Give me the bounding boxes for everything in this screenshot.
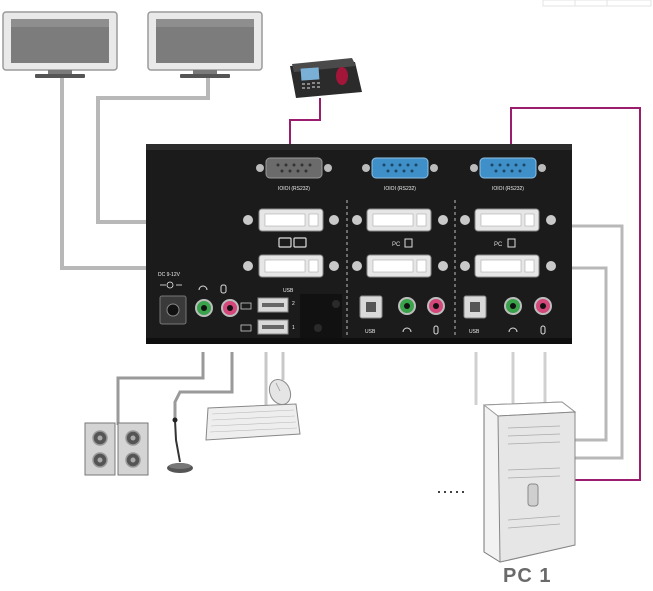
- usb-port1-label: 1: [292, 325, 295, 331]
- fingerprint-reader-cable: [289, 98, 321, 153]
- dvi-pc2-bottom-port: [460, 254, 556, 278]
- rs232-console-port: IOIOI (RS232): [256, 157, 332, 192]
- usb-b1-label: USB: [365, 329, 376, 335]
- keyboard: [205, 403, 301, 441]
- pc-mark-2: PC: [494, 242, 503, 248]
- usb-port2-label: 2: [292, 301, 295, 307]
- rs232-console-label: IOIOI (RS232): [278, 186, 310, 192]
- rs232-pc2-port: IOIOI (RS232): [470, 157, 546, 192]
- usb-top-label: USB: [283, 288, 294, 294]
- rs232-pc2-label: IOIOI (RS232): [492, 186, 524, 192]
- pc-mark-1-icon: [404, 238, 413, 248]
- mouse: [268, 378, 292, 406]
- pc2-usb-audio-ports: USB: [463, 295, 552, 335]
- console-audio-ports: [195, 284, 239, 317]
- console-audio-cables: [116, 352, 234, 425]
- kvm-switch-chassis: [146, 144, 572, 344]
- speakers: [84, 422, 149, 476]
- usb-b2-label: USB: [469, 329, 480, 335]
- pc1-usb-audio-ports: USB: [359, 295, 445, 335]
- pc1-tower: [482, 401, 577, 563]
- more-pcs-dots: ·····: [436, 481, 466, 501]
- dvi-pc1-top-port: [352, 208, 448, 232]
- dvi-pc2-top-port: [460, 208, 556, 232]
- dvi-console-top-port: [243, 208, 339, 232]
- speaker-left: [84, 422, 116, 476]
- microphone: [167, 417, 193, 473]
- section-dividers: [346, 200, 456, 338]
- dvi-console-bottom-port: [243, 254, 339, 278]
- corner-grid: [542, 0, 652, 7]
- console-usb-ports: USB 2 1: [240, 288, 342, 338]
- power-jack: DC 9-12V: [158, 272, 187, 325]
- speaker-right: [117, 422, 149, 476]
- pc1-dvi-cables: [545, 224, 624, 460]
- monitor-2: [147, 11, 263, 78]
- dvi-pc1-bottom-port: [352, 254, 448, 278]
- pc-mark-2-icon: [507, 238, 516, 248]
- dvi-ports: [243, 208, 556, 278]
- pc1-serial-cable: [510, 107, 641, 481]
- dual-monitor-icon: [278, 237, 307, 248]
- dc-in-label: DC 9-12V: [158, 272, 181, 278]
- fingerprint-reader: [290, 58, 362, 98]
- console-usb-cables: [264, 352, 285, 410]
- rs232-pc1-port: IOIOI (RS232): [362, 157, 438, 192]
- pc1-usb-audio-cables: [474, 352, 547, 405]
- rs232-pc1-label: IOIOI (RS232): [384, 186, 416, 192]
- monitor-1: [2, 11, 118, 78]
- pc-mark-1: PC: [392, 242, 401, 248]
- pc1-label: PC 1: [503, 565, 551, 587]
